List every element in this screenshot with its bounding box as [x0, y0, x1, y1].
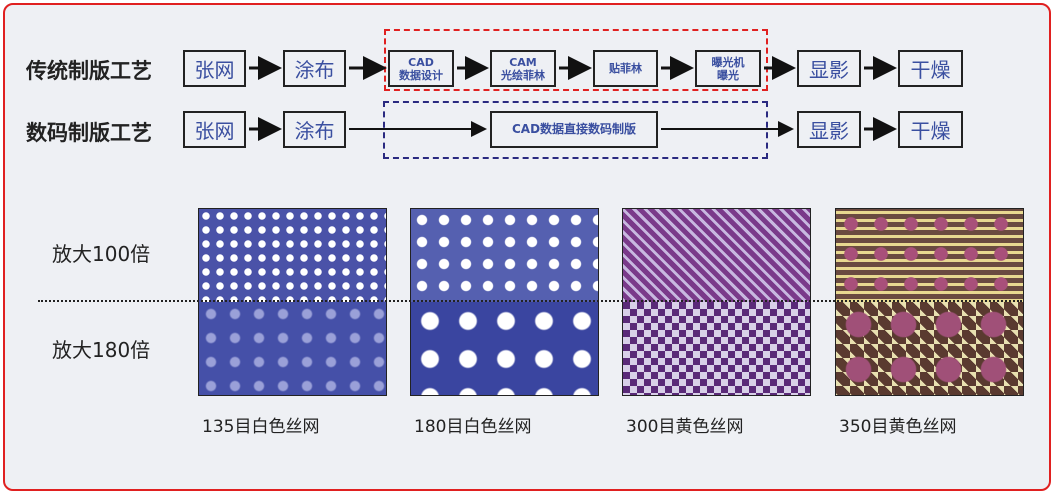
mesh-photo-180 — [410, 208, 599, 396]
mesh-photo-350 — [835, 208, 1024, 396]
magnification-180-label: 放大180倍 — [52, 338, 151, 362]
row-title-traditional: 传统制版工艺 — [26, 59, 152, 83]
step-attach-film: 贴菲林 — [593, 50, 658, 87]
step-label: CAM — [509, 55, 537, 69]
step-dry: 干燥 — [898, 111, 963, 148]
caption-300: 300目黄色丝网 — [626, 417, 744, 437]
step-stretch-mesh: 张网 — [183, 111, 246, 148]
step-stretch-mesh: 张网 — [183, 50, 246, 87]
step-label: CAD — [408, 55, 434, 69]
caption-135: 135目白色丝网 — [202, 417, 320, 437]
step-dry: 干燥 — [898, 50, 963, 87]
step-develop: 显影 — [797, 50, 861, 87]
flow-arrows — [249, 56, 897, 141]
step-label: 光绘菲林 — [501, 68, 545, 82]
caption-350: 350目黄色丝网 — [839, 417, 957, 437]
step-label: 数据设计 — [399, 68, 443, 82]
magnification-100-label: 放大100倍 — [52, 242, 151, 266]
mesh-photo-135 — [198, 208, 387, 396]
row-title-digital: 数码制版工艺 — [26, 121, 152, 145]
step-coating: 涂布 — [283, 50, 346, 87]
step-coating: 涂布 — [283, 111, 346, 148]
magnification-divider — [38, 300, 1022, 302]
caption-180: 180目白色丝网 — [414, 417, 532, 437]
step-exposure: 曝光机曝光 — [695, 50, 761, 87]
mesh-photo-300 — [622, 208, 811, 396]
step-cad-direct-plate: CAD数据直接数码制版 — [490, 111, 658, 148]
step-label: 曝光 — [717, 68, 739, 82]
step-develop: 显影 — [797, 111, 861, 148]
step-label: 曝光机 — [711, 55, 745, 69]
